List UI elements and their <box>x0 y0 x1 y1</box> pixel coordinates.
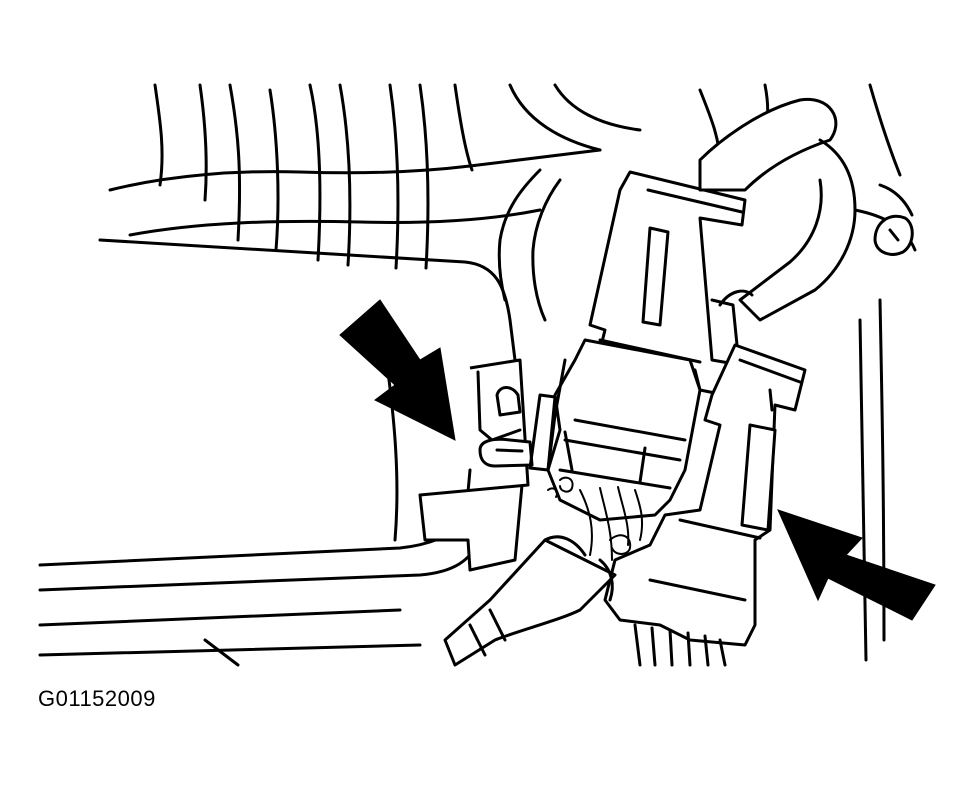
mounting-bracket <box>418 358 534 572</box>
figure-code: G01152009 <box>38 686 156 711</box>
lower-connector <box>603 343 807 667</box>
callout-arrow-icon <box>777 509 936 621</box>
air-cleaner-housing <box>38 238 522 667</box>
upper-housing-ribs <box>108 83 902 662</box>
upper-wire-harness <box>698 97 917 322</box>
wire-harness <box>443 486 644 667</box>
upper-connector <box>588 170 754 397</box>
main-connector-body <box>528 338 702 522</box>
callout-arrow-icon <box>339 299 456 441</box>
